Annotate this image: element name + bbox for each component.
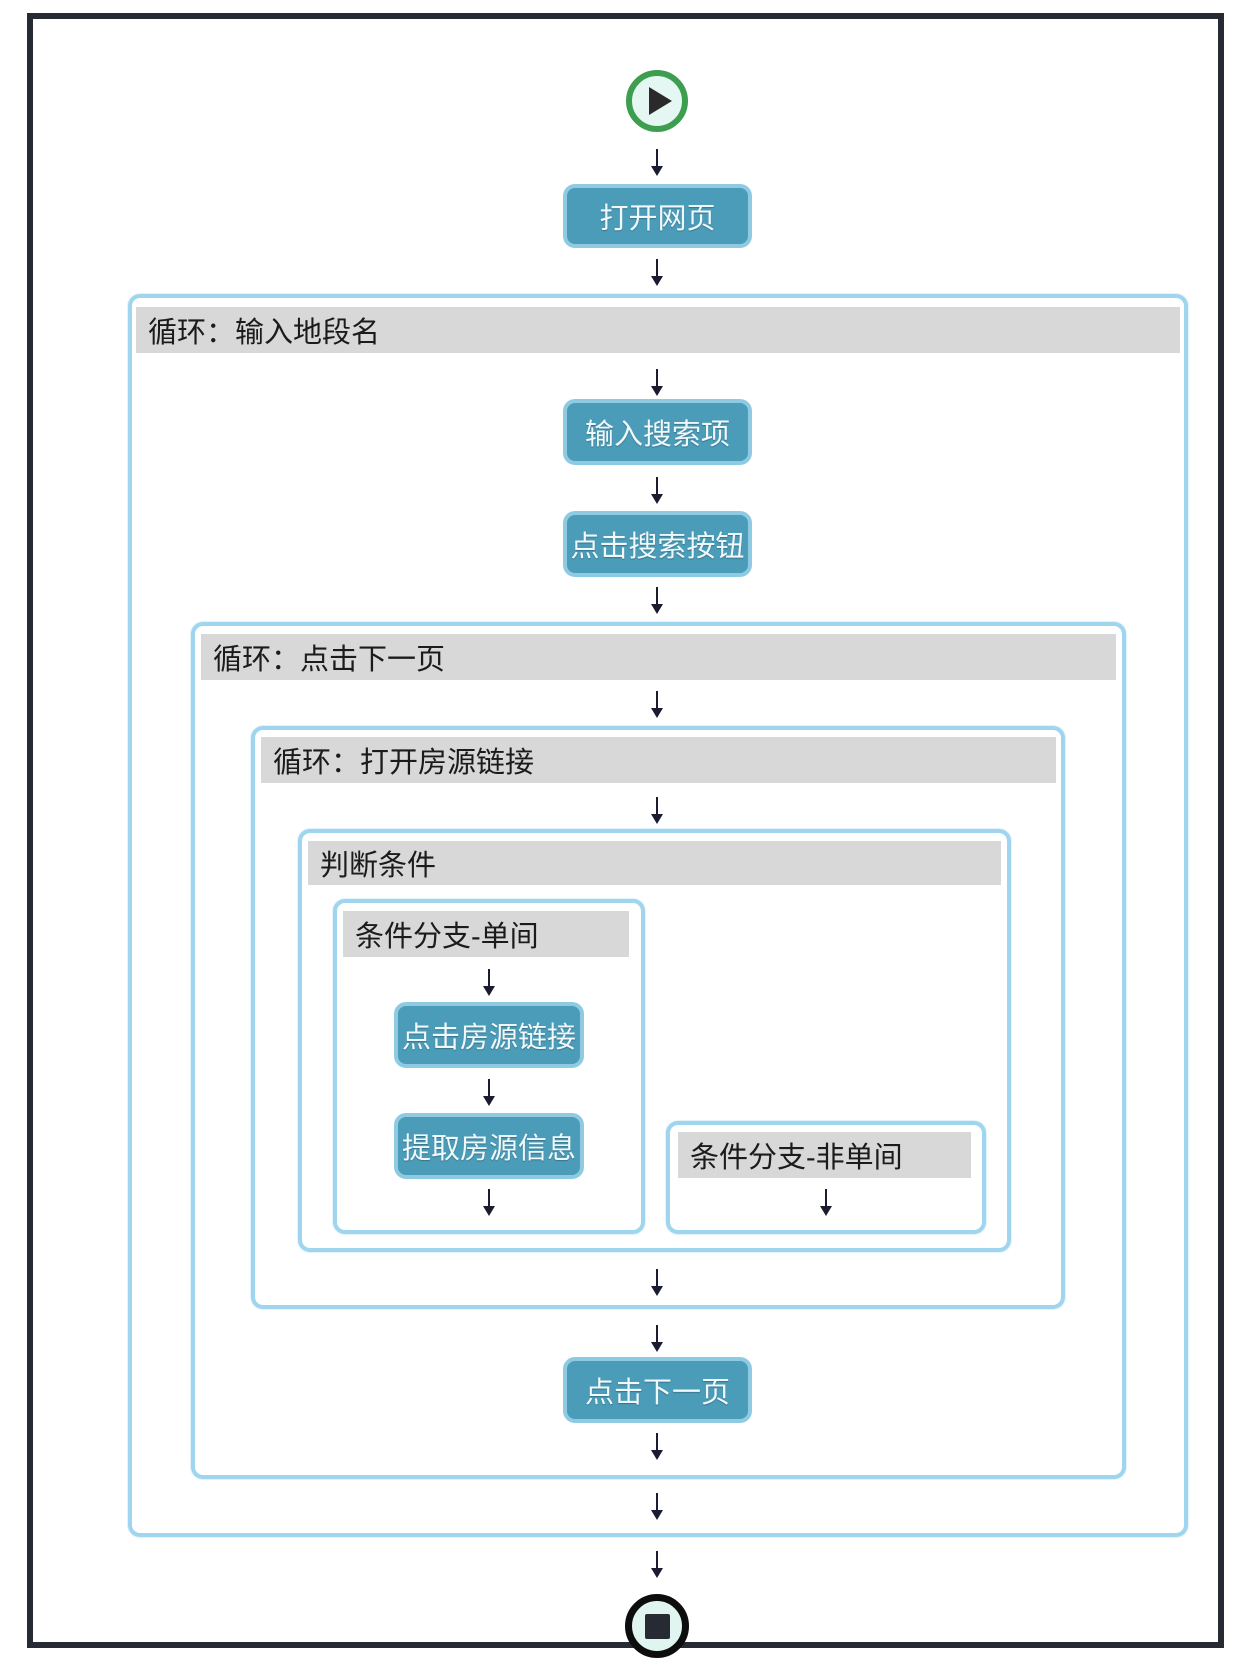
flow-arrow-down-icon bbox=[648, 259, 666, 286]
flow-arrow-down-icon bbox=[648, 797, 666, 824]
node-click-search[interactable]: 点击搜索按钮 bbox=[563, 511, 752, 577]
loop-header-district[interactable]: 循环：输入地段名 bbox=[136, 307, 1180, 353]
flow-arrow-down-icon bbox=[648, 587, 666, 614]
flow-arrow-down-icon bbox=[648, 1269, 666, 1296]
node-click-listing[interactable]: 点击房源链接 bbox=[394, 1002, 584, 1068]
end-stop-icon[interactable] bbox=[625, 1594, 689, 1658]
node-open-webpage[interactable]: 打开网页 bbox=[563, 184, 752, 248]
flow-arrow-down-icon bbox=[817, 1189, 835, 1216]
flow-arrow-down-icon bbox=[648, 149, 666, 176]
node-input-search[interactable]: 输入搜索项 bbox=[563, 399, 752, 465]
node-click-next-page[interactable]: 点击下一页 bbox=[563, 1357, 752, 1423]
flow-arrow-down-icon bbox=[648, 1493, 666, 1520]
loop-header-open-listing[interactable]: 循环：打开房源链接 bbox=[261, 737, 1056, 783]
flow-arrow-down-icon bbox=[648, 1433, 666, 1460]
flow-arrow-down-icon bbox=[648, 369, 666, 396]
condition-header[interactable]: 判断条件 bbox=[308, 841, 1001, 885]
start-play-icon[interactable] bbox=[626, 70, 688, 132]
stop-square-icon bbox=[644, 1613, 670, 1639]
loop-header-next-page[interactable]: 循环：点击下一页 bbox=[201, 634, 1116, 680]
flow-arrow-down-icon bbox=[648, 477, 666, 504]
play-triangle-icon bbox=[649, 87, 672, 115]
branch-header-single-room[interactable]: 条件分支-单间 bbox=[343, 911, 629, 957]
flow-arrow-down-icon bbox=[648, 1325, 666, 1352]
flow-arrow-down-icon bbox=[480, 1079, 498, 1106]
flow-arrow-down-icon bbox=[648, 1551, 666, 1578]
flow-arrow-down-icon bbox=[480, 1189, 498, 1216]
flow-arrow-down-icon bbox=[648, 691, 666, 718]
node-extract-listing[interactable]: 提取房源信息 bbox=[394, 1113, 584, 1179]
diagram-frame: 打开网页 循环：输入地段名 输入搜索项 点击搜索按钮 循环：点击下一页 循环：打… bbox=[27, 13, 1224, 1658]
flow-arrow-down-icon bbox=[480, 969, 498, 996]
branch-header-not-single-room[interactable]: 条件分支-非单间 bbox=[678, 1132, 971, 1178]
